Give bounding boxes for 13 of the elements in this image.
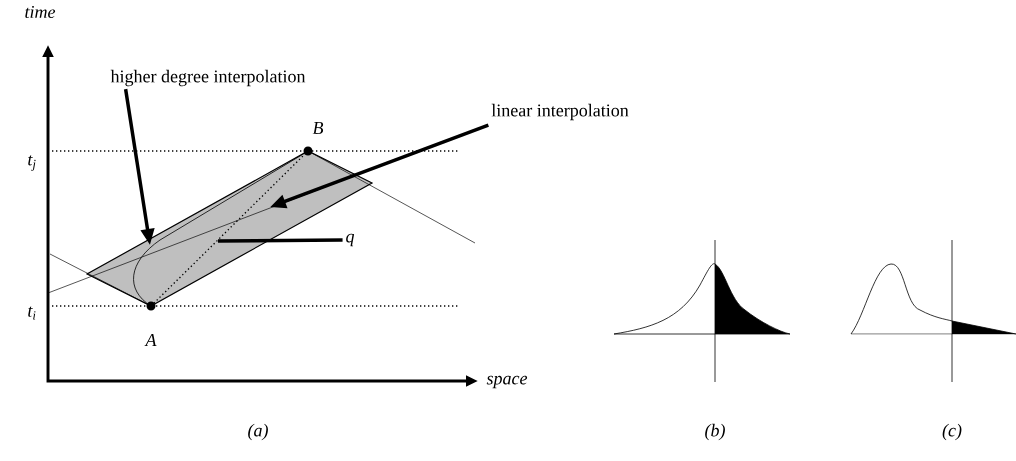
tick-label: t$_{j}$: [28, 155, 36, 171]
annotation-text: q: [346, 233, 355, 247]
panel-label: (c): [942, 423, 962, 441]
axis-label: space: [486, 375, 528, 389]
annotation-text: higher degree interpolation: [110, 69, 306, 87]
leader-line: [218, 238, 343, 243]
tick-label: t$_{i}$: [28, 306, 36, 320]
point-label: B: [312, 122, 324, 134]
point-label: A: [144, 334, 157, 346]
panel-label: (b): [705, 423, 725, 441]
axis-label: time: [25, 5, 56, 19]
annotation-text: linear interpolation: [491, 103, 629, 121]
panel-label: (a): [248, 423, 268, 441]
